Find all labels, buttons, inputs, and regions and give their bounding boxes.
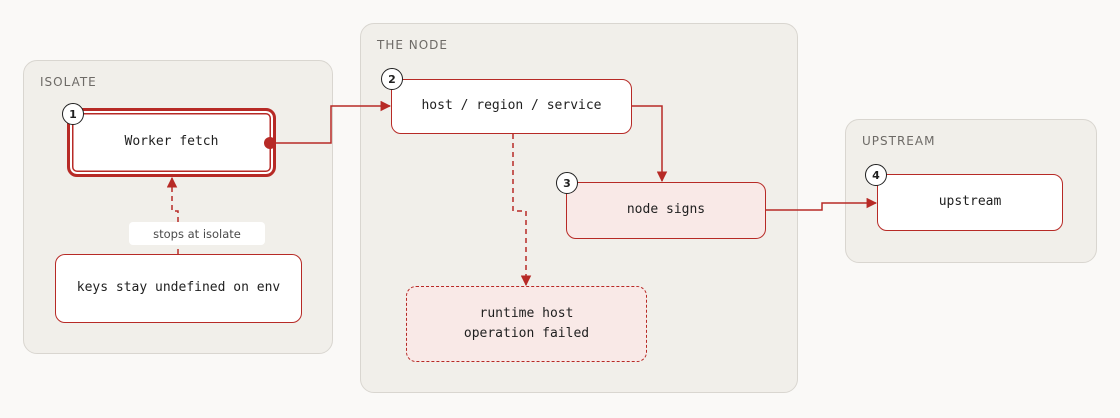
group-isolate-title: ISOLATE	[40, 75, 97, 89]
node-upstream: upstream	[877, 174, 1063, 231]
step-badge-3: 3	[556, 172, 578, 194]
step-badge-4: 4	[865, 164, 887, 186]
group-the-node-title: THE NODE	[377, 38, 448, 52]
group-upstream-title: UPSTREAM	[862, 134, 936, 148]
edge-label-stops-at-isolate: stops at isolate	[129, 222, 265, 245]
worker-fetch-output-port	[264, 137, 276, 149]
step-badge-2: 2	[381, 68, 403, 90]
node-node-signs: node signs	[566, 182, 766, 239]
node-keys-undefined: keys stay undefined on env	[55, 254, 302, 323]
node-host-region-service: host / region / service	[391, 79, 632, 134]
node-runtime-failed: runtime host operation failed	[406, 286, 647, 362]
node-worker-fetch: Worker fetch	[67, 108, 276, 177]
step-badge-1: 1	[62, 103, 84, 125]
